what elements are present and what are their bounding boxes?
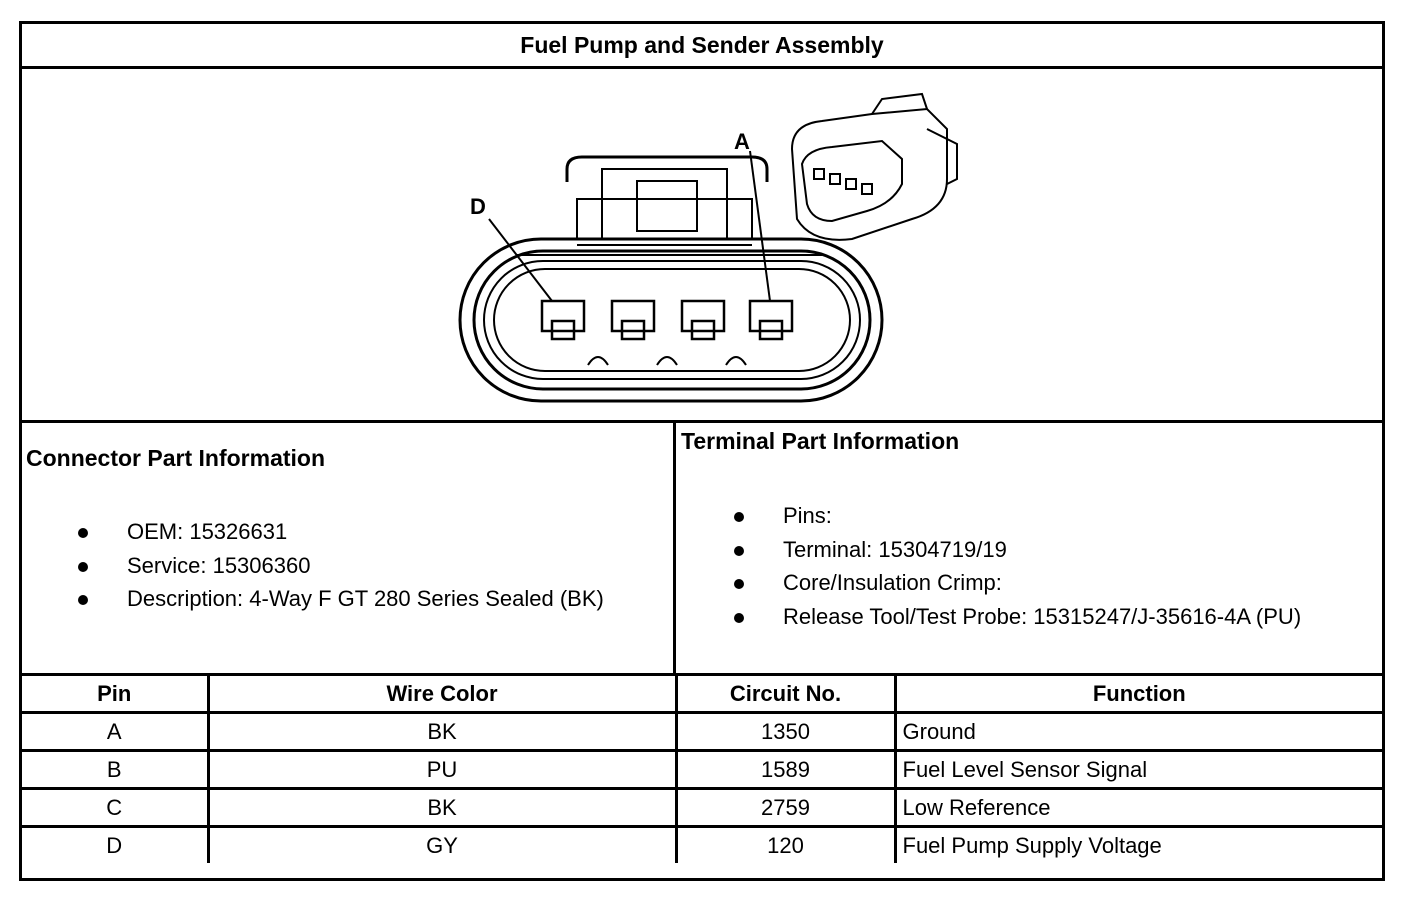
column-header-pin: Pin bbox=[22, 676, 210, 714]
table-row: C BK 2759 Low Reference bbox=[22, 787, 1382, 828]
bullet-icon bbox=[78, 528, 88, 538]
table-row: A BK 1350 Ground bbox=[22, 711, 1382, 752]
cell-wire-color: BK bbox=[206, 711, 678, 752]
leader-line-a bbox=[749, 150, 771, 302]
bullet-icon bbox=[734, 545, 744, 556]
cell-function: Ground bbox=[893, 711, 1382, 752]
table-row: D GY 120 Fuel Pump Supply Voltage bbox=[22, 825, 1382, 863]
table-header-row: Pin Wire Color Circuit No. Function bbox=[22, 676, 1382, 714]
list-item: Description: 4-Way F GT 280 Series Seale… bbox=[72, 582, 604, 616]
column-header-wire-color: Wire Color bbox=[206, 676, 678, 714]
cell-function: Low Reference bbox=[893, 787, 1382, 828]
pin-label-a: A bbox=[734, 129, 750, 154]
page-title: Fuel Pump and Sender Assembly bbox=[22, 24, 1382, 69]
connector-info-panel: Connector Part Information OEM: 15326631… bbox=[22, 423, 676, 673]
cell-pin: D bbox=[22, 825, 210, 863]
cell-circuit-no: 1350 bbox=[674, 711, 897, 752]
connector-diagram-area: A D bbox=[22, 69, 1382, 423]
terminal-info-heading: Terminal Part Information bbox=[681, 428, 960, 454]
connector-info-list: OEM: 15326631 Service: 15306360 Descript… bbox=[72, 515, 604, 616]
housing-outer-seal bbox=[458, 237, 884, 403]
cell-function: Fuel Pump Supply Voltage bbox=[893, 825, 1382, 863]
cavity-d bbox=[540, 299, 586, 333]
connector-face-drawing: A D bbox=[458, 92, 958, 403]
cell-wire-color: PU bbox=[206, 749, 678, 790]
cell-wire-color: GY bbox=[206, 825, 678, 863]
connector-info-heading: Connector Part Information bbox=[26, 445, 326, 471]
cell-wire-color: BK bbox=[206, 787, 678, 828]
list-item: Terminal: 15304719/19 bbox=[728, 533, 1301, 567]
list-item: Release Tool/Test Probe: 15315247/J-3561… bbox=[728, 600, 1301, 634]
cell-circuit-no: 2759 bbox=[674, 787, 897, 828]
housing-seal-ring-2 bbox=[483, 260, 861, 380]
cavity-a bbox=[748, 299, 794, 333]
bullet-icon bbox=[734, 612, 744, 623]
bullet-icon bbox=[734, 512, 744, 522]
table-row: B PU 1589 Fuel Level Sensor Signal bbox=[22, 749, 1382, 790]
latch-inner bbox=[601, 168, 728, 239]
part-info-row: Connector Part Information OEM: 15326631… bbox=[22, 423, 1382, 676]
bullet-icon bbox=[78, 595, 88, 605]
cell-function: Fuel Level Sensor Signal bbox=[893, 749, 1382, 790]
list-item: OEM: 15326631 bbox=[72, 515, 604, 549]
connector-sheet: Fuel Pump and Sender Assembly bbox=[19, 21, 1385, 881]
cell-pin: B bbox=[22, 749, 210, 790]
list-item: Pins: bbox=[728, 499, 1301, 533]
housing-seal-ring-1 bbox=[472, 249, 872, 391]
pin-table: Pin Wire Color Circuit No. Function A BK… bbox=[22, 676, 1382, 863]
column-header-circuit-no: Circuit No. bbox=[674, 676, 897, 714]
terminal-cavities bbox=[540, 299, 794, 341]
terminal-info-list: Pins: Terminal: 15304719/19 Core/Insulat… bbox=[728, 499, 1301, 633]
cell-circuit-no: 1589 bbox=[674, 749, 897, 790]
housing-inner-face bbox=[493, 268, 851, 372]
bullet-icon bbox=[734, 579, 744, 589]
list-item: Service: 15306360 bbox=[72, 549, 604, 583]
leader-line-d bbox=[488, 218, 553, 302]
pin-label-d: D bbox=[470, 194, 486, 219]
cavity-b bbox=[680, 299, 726, 333]
housing-outline bbox=[565, 155, 769, 182]
cell-pin: C bbox=[22, 787, 210, 828]
cell-pin: A bbox=[22, 711, 210, 752]
list-item: Core/Insulation Crimp: bbox=[728, 566, 1301, 600]
bullet-icon bbox=[78, 561, 88, 572]
latch-tab bbox=[636, 180, 698, 232]
terminal-info-panel: Terminal Part Information Pins: Terminal… bbox=[676, 423, 1382, 673]
cell-circuit-no: 120 bbox=[674, 825, 897, 863]
connector-3d-illustration bbox=[790, 92, 958, 241]
latch-frame bbox=[576, 198, 753, 239]
bottom-keys bbox=[587, 356, 747, 366]
column-header-function: Function bbox=[893, 676, 1382, 714]
cavity-c bbox=[610, 299, 656, 333]
